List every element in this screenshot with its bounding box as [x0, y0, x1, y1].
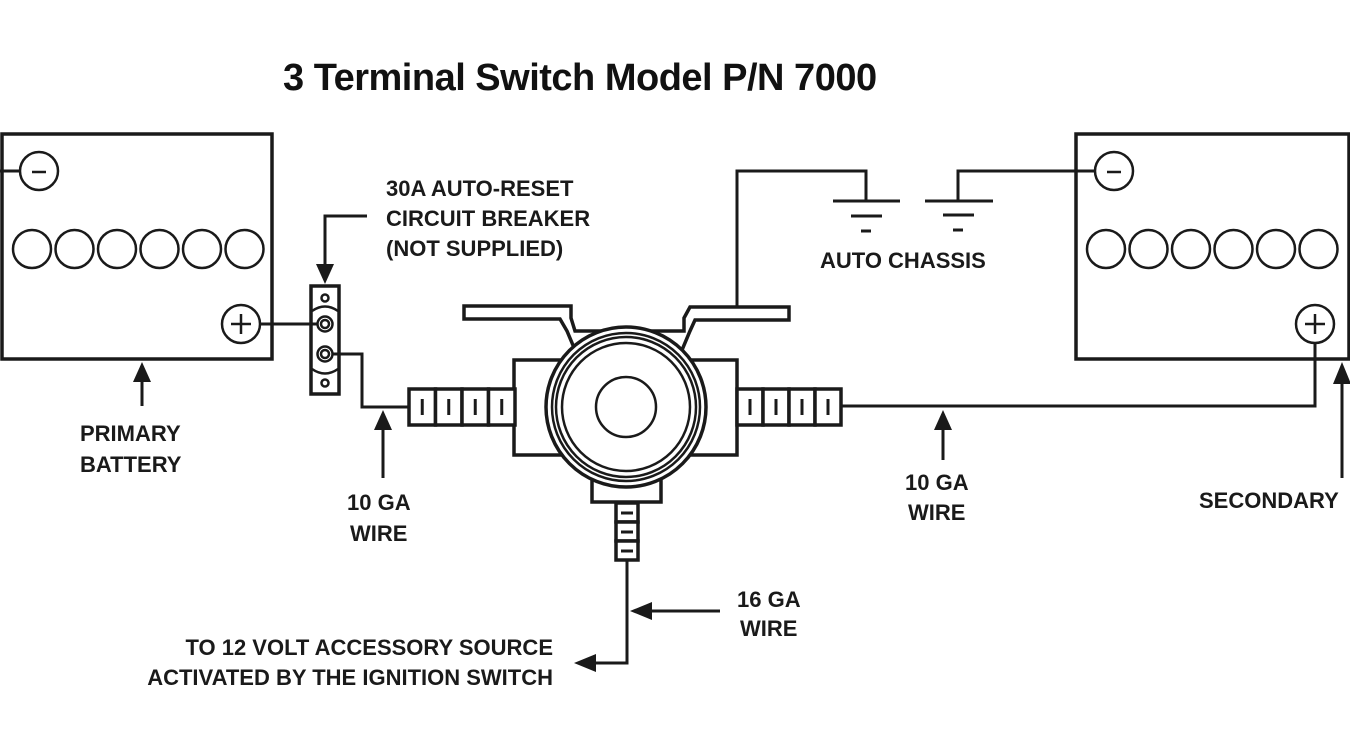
right-wire-label-line1: 10 GA — [905, 470, 969, 495]
primary-battery-label-line1: PRIMARY — [80, 421, 181, 446]
bottom-wire-connector — [614, 501, 640, 562]
secondary-battery-cells — [1085, 228, 1339, 270]
breaker-body — [309, 284, 341, 396]
battery-cell-icon — [11, 228, 53, 270]
left-wire-connector — [407, 387, 517, 427]
left-wire-label-line2: WIRE — [350, 521, 407, 546]
diagram-title: 3 Terminal Switch Model P/N 7000 — [283, 57, 877, 99]
ground-label: AUTO CHASSIS — [820, 248, 986, 273]
primary-positive-terminal-icon — [220, 303, 262, 345]
breaker-terminal-top-icon — [316, 315, 334, 333]
bottom-wire-label-line2: WIRE — [740, 616, 797, 641]
battery-cell-icon — [1085, 228, 1127, 270]
left-wire-arrowhead — [374, 410, 392, 430]
breaker-label-line1: 30A AUTO-RESET — [386, 176, 574, 201]
battery-cell-icon — [1170, 228, 1212, 270]
secondary-ground-wire — [956, 169, 1095, 201]
bracket-ground-wire — [735, 169, 868, 307]
breaker-label-line3: (NOT SUPPLIED) — [386, 236, 563, 261]
battery-cell-icon — [1213, 228, 1254, 270]
right-wire-arrowhead — [934, 410, 952, 430]
ground-symbol-left-icon — [833, 199, 900, 233]
right-wire-label-line2: WIRE — [908, 500, 965, 525]
battery-cell-icon — [1255, 228, 1297, 270]
bottom-wire-arrowhead — [630, 602, 652, 620]
switch-center-stud-icon — [594, 375, 658, 439]
primary-negative-terminal-icon — [18, 150, 60, 192]
mounting-bracket — [462, 304, 791, 352]
secondary-battery-body — [1074, 132, 1350, 361]
right-wire-connector — [735, 387, 843, 427]
three-terminal-switch — [407, 304, 843, 562]
primary-battery — [0, 132, 274, 406]
breaker-output-wire — [332, 352, 410, 409]
accessory-label-line2: ACTIVATED BY THE IGNITION SWITCH — [147, 665, 553, 690]
battery-cell-icon — [181, 228, 223, 270]
breaker-callout-arrowhead — [316, 264, 334, 284]
ground-symbol-right-icon — [925, 199, 993, 232]
secondary-battery-label: SECONDARY — [1199, 488, 1339, 513]
secondary-battery — [1074, 132, 1350, 478]
breaker-callout-line — [323, 214, 367, 268]
left-wire-label-line1: 10 GA — [347, 490, 411, 515]
battery-cell-icon — [224, 228, 265, 270]
battery-cell-icon — [1298, 228, 1339, 270]
bottom-16ga-wire — [595, 560, 629, 665]
circuit-breaker — [260, 214, 410, 409]
primary-battery-label-line2: BATTERY — [80, 452, 182, 477]
primary-battery-body — [0, 132, 274, 361]
battery-cell-icon — [54, 228, 95, 270]
switch-body — [544, 325, 708, 489]
right-10ga-wire — [840, 343, 1317, 408]
connector-segment — [486, 387, 517, 427]
battery-cell-icon — [139, 228, 180, 270]
breaker-label-line2: CIRCUIT BREAKER — [386, 206, 590, 231]
primary-label-arrowhead — [133, 362, 151, 382]
secondary-positive-terminal-icon — [1294, 303, 1336, 345]
accessory-arrowhead — [574, 654, 596, 672]
bottom-wire-label-line1: 16 GA — [737, 587, 801, 612]
primary-battery-cells — [11, 228, 265, 270]
secondary-label-arrowhead — [1333, 362, 1350, 384]
secondary-negative-terminal-icon — [1093, 150, 1135, 192]
battery-cell-icon — [1128, 228, 1169, 270]
breaker-terminal-bottom-icon — [316, 345, 334, 363]
battery-cell-icon — [96, 228, 138, 270]
accessory-label-line1: TO 12 VOLT ACCESSORY SOURCE — [185, 635, 553, 660]
